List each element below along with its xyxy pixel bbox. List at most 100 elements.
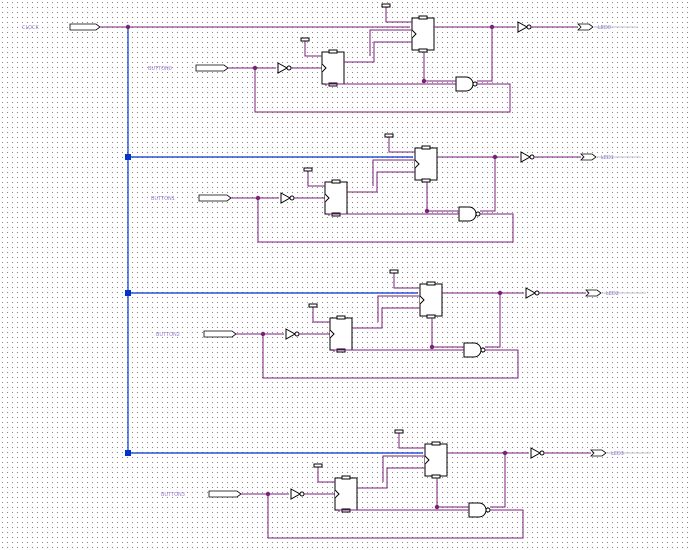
output-not-gate-0 [517, 21, 532, 33]
vcc-a-symbol-1 [303, 167, 313, 172]
stage-0: BUTTON0 LED0 [128, 3, 638, 113]
led-output-pin-0-label: LED0 [598, 25, 611, 31]
dff-a-to-dff-b-3 [357, 467, 425, 489]
feedback-q-3 [490, 453, 506, 508]
led-output-pin-2-label: LED2 [606, 291, 619, 297]
nand-gate-3-bubble [485, 507, 491, 513]
nand-gate-3 [468, 502, 491, 518]
dff-a-1-prn [331, 179, 341, 184]
led-output-pin-1[interactable]: LED1 [580, 153, 641, 161]
button-input-pin-0-body[interactable] [195, 64, 229, 72]
dff-a-2-prn [336, 315, 346, 320]
nand-gate-0-bubble [472, 81, 478, 87]
button-input-pin-1[interactable]: BUTTON1 [151, 194, 232, 202]
output-not-gate-2-bubble [534, 290, 540, 296]
reset-loop-0 [254, 68, 511, 113]
dffa-to-nand-3 [338, 509, 469, 512]
vcc-a-1 [307, 170, 325, 187]
output-not-gate-0-triangle [517, 21, 529, 33]
dff-b-1-prn [421, 145, 431, 150]
dff-a-to-dff-b-1 [347, 171, 415, 193]
vcc-b-3 [398, 432, 425, 449]
not-gate-3-triangle [290, 488, 302, 500]
dffb-to-nand-3 [436, 478, 469, 508]
nand-gate-2-body [463, 342, 482, 358]
dff-b-0-prn [418, 15, 428, 20]
stage-1: BUTTON1 LED1 [125, 133, 641, 243]
nand-gate-0 [455, 76, 478, 92]
feedback-q-0 [477, 27, 493, 82]
output-not-gate-1-bubble [529, 154, 535, 160]
dff-b-1-clock-mark [414, 159, 420, 169]
bus-junction-1 [125, 154, 131, 160]
not-gate-2 [285, 328, 300, 340]
vcc-a-3 [317, 466, 335, 483]
nand-gate-2-bubble [480, 347, 486, 353]
nand-gate-3-body [468, 502, 487, 518]
nand-gate-1 [458, 206, 481, 222]
dff-b-clk-0 [369, 29, 412, 56]
clock-bus: CLOCK [22, 23, 131, 453]
vcc-a-symbol-3 [313, 463, 323, 468]
output-not-gate-1 [520, 151, 535, 163]
led-output-pin-2-body[interactable] [585, 289, 602, 297]
dff-b-3 [424, 441, 448, 479]
clock-input-pin-body[interactable] [69, 23, 101, 31]
dff-a-0-prn [328, 49, 338, 54]
dff-a-1-clock-mark [324, 193, 330, 203]
dff-b-3-clock-mark [424, 455, 430, 465]
not-gate-2-bubble [294, 331, 300, 337]
not-gate-2-triangle [285, 328, 297, 340]
dff-b-1-clrn [421, 178, 431, 183]
vcc-b-symbol-3 [394, 429, 404, 434]
dff-b-0-clock-mark [411, 29, 417, 39]
output-not-gate-3 [530, 447, 545, 459]
output-not-gate-0-bubble [526, 24, 532, 30]
stage-2: BUTTON2 LED2 [125, 269, 646, 379]
led-output-pin-0-body[interactable] [577, 23, 594, 31]
dff-b-3-prn [431, 441, 441, 446]
output-not-gate-3-triangle [530, 447, 542, 459]
button-input-pin-0-label: BUTTON0 [148, 66, 172, 72]
reset-loop-3 [267, 494, 524, 539]
not-gate-1-bubble [289, 195, 295, 201]
wire-junction [421, 78, 427, 84]
led-output-pin-2[interactable]: LED2 [585, 289, 646, 297]
dff-a-3 [334, 475, 358, 513]
led-output-pin-3-body[interactable] [590, 449, 607, 457]
button-input-pin-2[interactable]: BUTTON2 [156, 330, 237, 338]
button-input-pin-2-body[interactable] [203, 330, 237, 338]
bus-junction-2 [125, 290, 131, 296]
dff-b-clk-3 [382, 455, 425, 482]
led-output-pin-1-body[interactable] [580, 153, 597, 161]
output-not-gate-2-triangle [525, 287, 537, 299]
dff-a-0 [321, 49, 345, 87]
button-input-pin-1-label: BUTTON1 [151, 196, 175, 202]
button-input-pin-3-label: BUTTON3 [161, 492, 185, 498]
button-input-pin-0[interactable]: BUTTON0 [148, 64, 229, 72]
vcc-b-symbol-1 [384, 133, 394, 138]
led-output-pin-3[interactable]: LED3 [590, 449, 651, 457]
button-input-pin-2-label: BUTTON2 [156, 332, 180, 338]
dff-a-to-dff-b-0 [344, 41, 412, 63]
button-input-pin-3[interactable]: BUTTON3 [161, 490, 242, 498]
not-gate-3-bubble [299, 491, 305, 497]
dff-b-0 [411, 15, 435, 53]
output-not-gate-2 [525, 287, 540, 299]
dff-b-2-clrn [426, 314, 436, 319]
led-output-pin-0[interactable]: LED0 [577, 23, 638, 31]
dff-b-1 [414, 145, 438, 183]
led-output-pin-1-label: LED1 [601, 155, 614, 161]
dff-b-0-clrn [418, 48, 428, 53]
button-input-pin-1-body[interactable] [198, 194, 232, 202]
vcc-b-1 [388, 136, 415, 153]
not-gate-0-triangle [277, 62, 289, 74]
vcc-b-0 [385, 6, 412, 23]
clock-input-pin[interactable]: CLOCK [22, 23, 101, 31]
vcc-a-0 [304, 40, 322, 57]
vcc-b-2 [393, 272, 420, 289]
button-input-pin-3-body[interactable] [208, 490, 242, 498]
nand-gate-0-body [455, 76, 474, 92]
output-not-gate-1-triangle [520, 151, 532, 163]
